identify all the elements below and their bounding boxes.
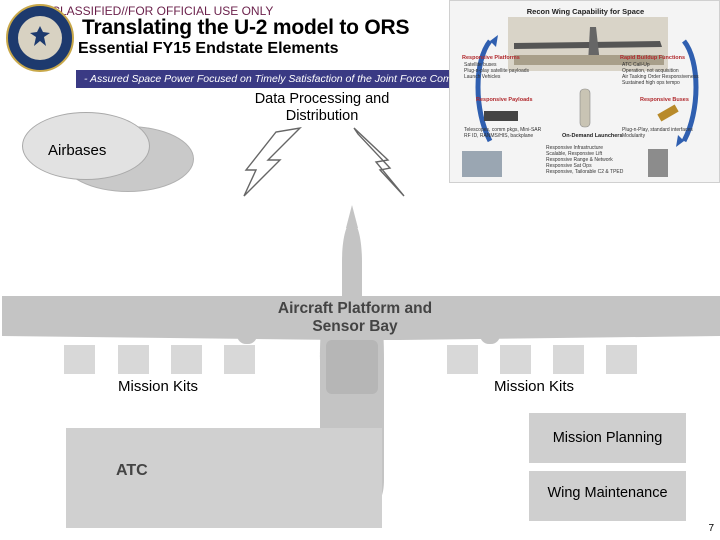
mission-banner: - Assured Space Power Focused on Timely … (76, 70, 456, 88)
mission-kits-right-label: Mission Kits (494, 378, 575, 395)
atc-box (66, 428, 382, 528)
mission-kits-left-label: Mission Kits (118, 378, 199, 395)
inset-responsive-buses: Responsive Buses (640, 97, 689, 103)
recon-wing-inset: Recon Wing Capability for Space Responsi… (449, 0, 720, 183)
inset-graphics (462, 17, 699, 177)
mission-kit-box (64, 345, 95, 374)
mission-planning-box (529, 413, 686, 463)
inset-responsive-payloads: Responsive Payloads (476, 97, 533, 103)
inset-buildup-item: Sustained high ops tempo (622, 80, 680, 86)
inset-infrastructure-item: Responsive Range & Network (546, 157, 613, 163)
inset-buildup-item: Operation, not acquisition (622, 68, 679, 74)
data-processing-label: Data Processing and Distribution (254, 91, 390, 124)
airbases-shape (22, 112, 150, 180)
mission-kit-box (118, 345, 149, 374)
inset-platforms-item: Launch Vehicles (464, 74, 501, 80)
sensor-bay (326, 340, 378, 394)
inset-payloads-item: Telescopes, comm pkgs, Mini-SAR (464, 127, 542, 133)
inset-buses-item: Plug-n-Play, standard interfaces (622, 127, 693, 133)
inset-buses-item: Modularity (622, 133, 646, 139)
inset-title: Recon Wing Capability for Space (526, 7, 645, 16)
inset-platforms-item: Satellite buses (464, 62, 497, 68)
mission-kit-box (447, 345, 478, 374)
inset-on-demand: On-Demand Launchers (562, 133, 623, 139)
aircraft-tail (346, 205, 358, 228)
inset-platforms-item: Plug-n-play satellite payloads (464, 68, 530, 74)
inset-infrastructure-item: Responsive Sat Ops (546, 163, 592, 169)
page-number: 7 (708, 523, 714, 534)
mission-kit-box (171, 345, 202, 374)
inset-buildup-item: ATC Call-Up (622, 62, 650, 68)
mission-kit-box (500, 345, 531, 374)
inset-rapid-buildup: Rapid Buildup Functions (620, 55, 686, 61)
wing-maintenance-box (529, 471, 686, 521)
atc-label: ATC (116, 462, 148, 479)
inset-infrastructure-item: Responsive Infrastructure (546, 145, 603, 151)
classification-marking: UNCLASSIFIED//FOR OFFICIAL USE ONLY (34, 4, 274, 18)
inset-buildup-item: Air Tasking Order Responsiveness (622, 74, 699, 80)
lightning-bolt-right-icon (353, 127, 405, 197)
mission-planning-label: Mission Planning (552, 430, 663, 446)
aircraft-platform-label: Aircraft Platform and Sensor Bay (277, 300, 433, 335)
mission-kit-box (553, 345, 584, 374)
mission-kit-box (606, 345, 637, 374)
inset-infrastructure-item: Scalable, Responsive Lift (546, 151, 603, 157)
dod-seal-icon (6, 4, 74, 72)
inset-responsive-platforms: Responsive Platforms (462, 55, 520, 61)
engine-pod-left (237, 298, 257, 344)
slide-title: Translating the U-2 model to ORS (82, 16, 410, 39)
mission-kit-box (224, 345, 255, 374)
inset-infrastructure-item: Responsive, Tailorable C2 & TPED (546, 169, 624, 175)
airbases-label: Airbases (48, 142, 107, 159)
slide-subtitle: Essential FY15 Endstate Elements (78, 40, 339, 57)
wing-maintenance-label: Wing Maintenance (547, 485, 668, 501)
lightning-bolt-left-icon (243, 126, 303, 197)
inset-payloads-item: RF ID, RANMS/HIS, backplane (464, 133, 534, 139)
engine-pod-right (480, 298, 500, 344)
